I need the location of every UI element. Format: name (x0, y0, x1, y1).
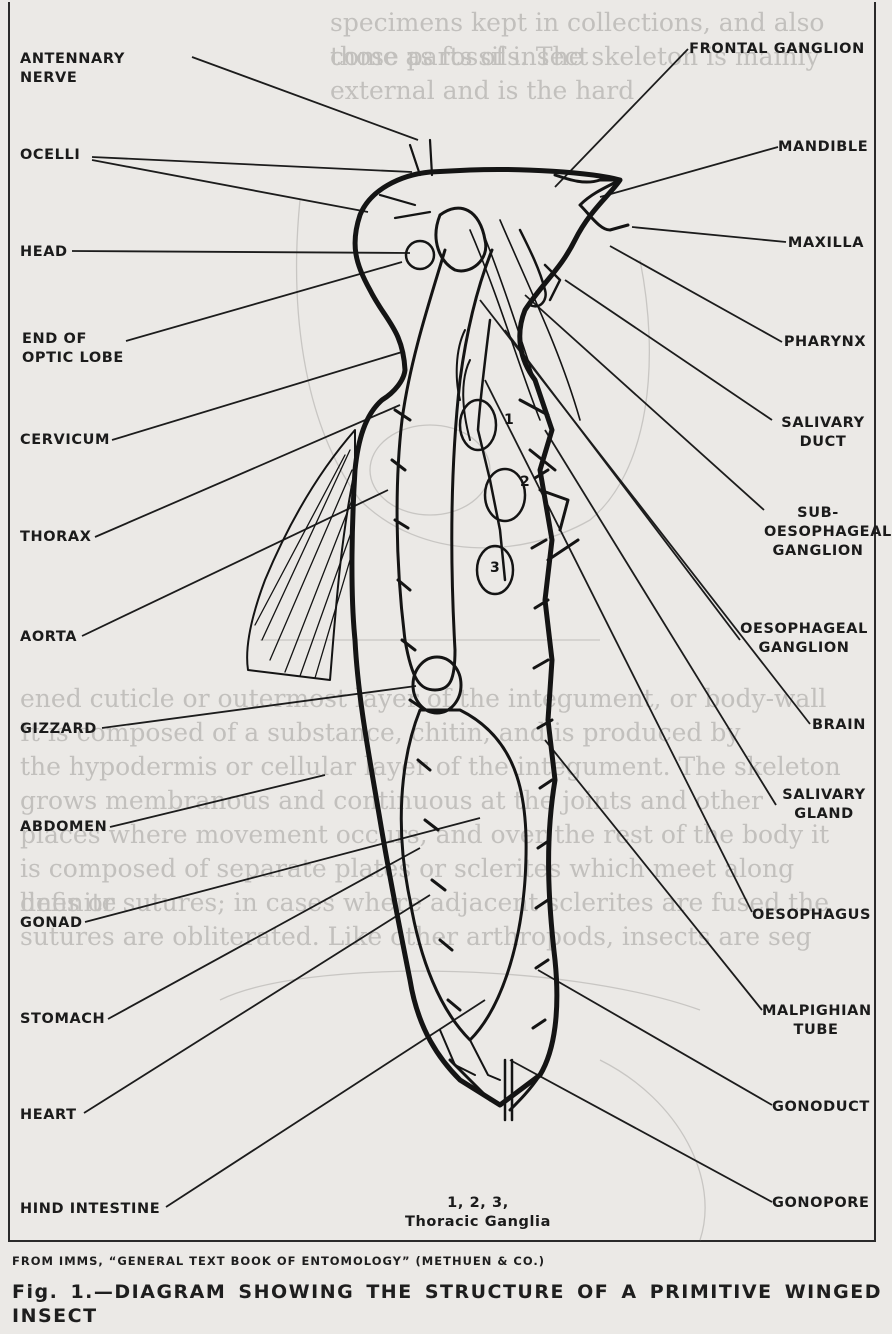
leader-line (524, 294, 765, 511)
leader-line (564, 279, 773, 421)
insect-diagram: 1 2 3 (71, 48, 811, 1241)
leader-line (94, 404, 401, 538)
wing (246, 429, 356, 681)
label-brain: Brain (812, 717, 866, 733)
leader-line (107, 847, 421, 1020)
leader-line (165, 999, 486, 1208)
leader-line (81, 489, 389, 637)
label-cervicum: Cervicum (20, 432, 110, 448)
label-end-of-optic-lobe: End of Optic Lobe (22, 331, 124, 366)
label-gizzard: Gizzard (20, 721, 97, 737)
label-gonoduct: Gonoduct (772, 1099, 870, 1115)
label-hind-intestine: Hind Intestine (20, 1201, 161, 1217)
label-gonopore: Gonopore (772, 1195, 870, 1211)
label-oesophagus: Oesophagus (752, 907, 872, 923)
leader-line (544, 739, 763, 1011)
leader-line (111, 351, 403, 441)
label-aorta: Aorta (20, 629, 78, 645)
label-antennary-nerve: Antennary Nerve (20, 51, 125, 86)
leader-line (509, 1059, 773, 1203)
leader-line (91, 159, 369, 213)
label-sub-oesophageal-ganglion: Sub- oesophageal Ganglion (764, 505, 892, 559)
label-maxilla: Maxilla (787, 235, 865, 251)
leader-line (83, 894, 431, 1114)
leader-line (544, 429, 777, 806)
ganglion-number-3: 3 (490, 560, 500, 576)
leader-line (609, 245, 783, 343)
label-malpighian-tube: Malpighian Tube (762, 1003, 872, 1038)
label-abdomen: Abdomen (20, 819, 108, 835)
leader-line (109, 774, 326, 828)
label-head: Head (20, 244, 68, 260)
label-oesophageal-ganglion: Oesophageal Ganglion (740, 621, 868, 656)
leader-line (91, 156, 413, 173)
figure-frame (8, 2, 876, 1242)
leader-line (125, 261, 403, 342)
ganglion-number-2: 2 (520, 474, 530, 490)
leader-line (84, 817, 481, 923)
leader-line (191, 56, 419, 141)
leader-line (484, 379, 753, 913)
gizzard-shape (411, 655, 463, 715)
label-pharynx: Pharynx (783, 334, 867, 350)
stomach-shape (399, 708, 528, 1042)
label-mandible: Mandible (778, 139, 869, 155)
figure-caption: Fig. 1.—DIAGRAM SHOWING THE STRUCTURE OF… (12, 1281, 882, 1327)
thoracic-ganglia-note: 1, 2, 3, Thoracic Ganglia (404, 1195, 552, 1230)
leader-line (71, 250, 411, 254)
label-thorax: Thorax (20, 529, 92, 545)
oesophagus-tube (395, 248, 494, 692)
body-outline (349, 166, 623, 1108)
leader-line (554, 48, 689, 188)
leader-line (101, 685, 417, 729)
leader-line (631, 226, 787, 243)
label-stomach: Stomach (20, 1011, 106, 1027)
ganglion-number-1: 1 (504, 412, 514, 428)
label-salivary-duct: Salivary Duct (781, 415, 865, 450)
leader-line (599, 146, 779, 198)
label-frontal-ganglion: Frontal Ganglion (689, 41, 865, 57)
label-ocelli: Ocelli (20, 147, 81, 163)
leader-line (537, 969, 773, 1106)
source-credit: FROM IMMS, “GENERAL TEXT BOOK OF ENTOMOL… (12, 1254, 546, 1268)
leader-line (479, 299, 811, 725)
label-salivary-gland: Salivary Gland (782, 787, 866, 822)
label-heart: Heart (20, 1107, 77, 1123)
label-gonad: Gonad (20, 915, 83, 931)
